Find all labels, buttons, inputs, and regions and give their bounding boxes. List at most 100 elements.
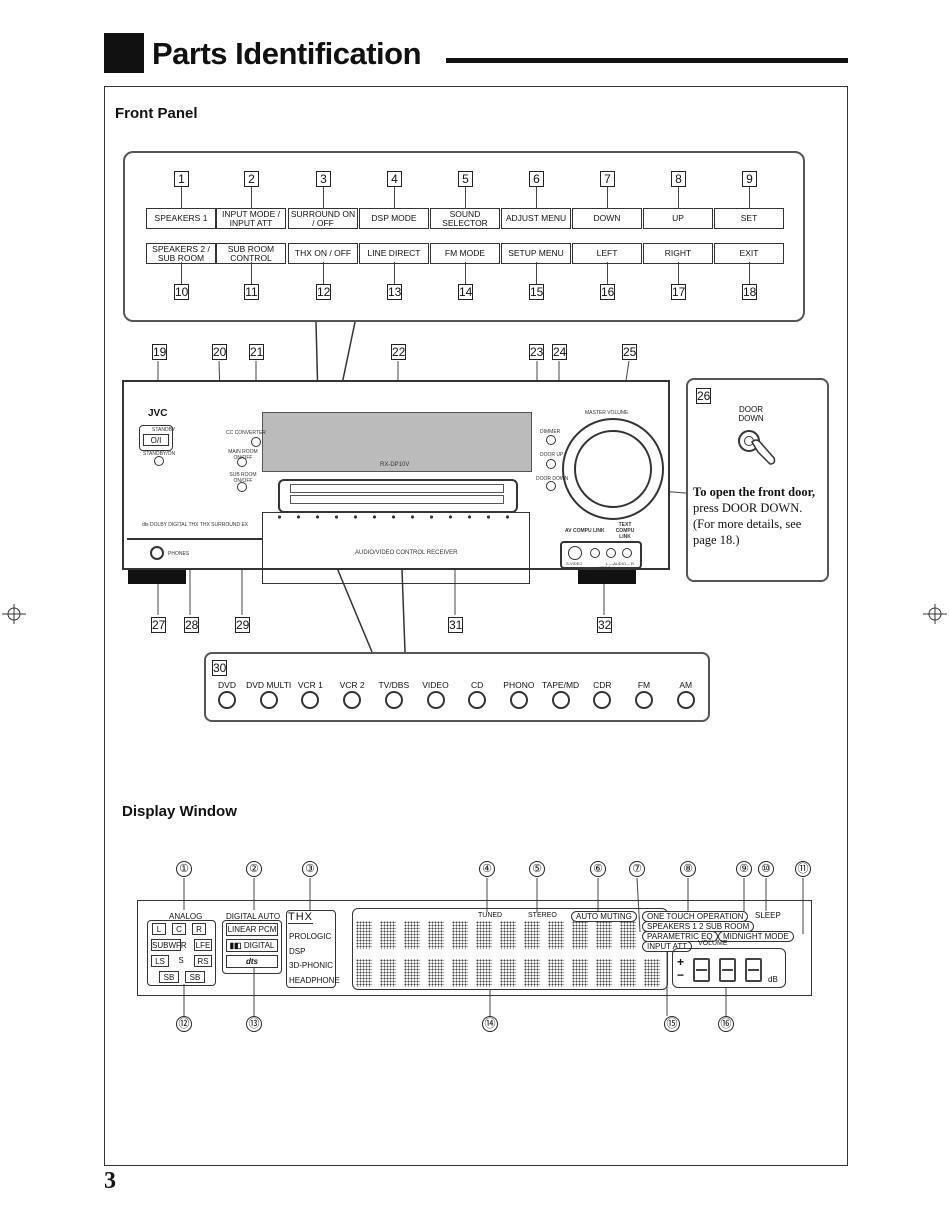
source-label-phono: PHONO xyxy=(503,680,535,690)
leader-2 xyxy=(251,187,252,209)
audio-r-jack[interactable] xyxy=(622,548,632,558)
display-callout-top-10: ⑩ xyxy=(758,861,774,877)
front-inputs-panel xyxy=(560,541,642,569)
svideo-jack[interactable] xyxy=(568,546,582,560)
sleep-indicator: SLEEP xyxy=(755,911,781,920)
source-label-cdr: CDR xyxy=(593,680,612,690)
channel-lfe-4: LFE xyxy=(194,939,212,951)
volume-digit-mid-1 xyxy=(722,969,733,971)
leader-17 xyxy=(678,262,679,284)
format-logos: dts DOLBY DIGITAL THX THX SURROUND EX xyxy=(142,522,249,528)
callout-24: 24 xyxy=(552,344,567,360)
matrix-char-0-10 xyxy=(596,921,612,949)
standby-label: STANDBY xyxy=(152,427,176,433)
source-button-dvd[interactable] xyxy=(218,691,236,709)
matrix-char-0-3 xyxy=(428,921,444,949)
matrix-char-1-10 xyxy=(596,959,612,987)
door-instruction-bold: To open the front door, xyxy=(693,485,816,499)
matrix-char-0-9 xyxy=(572,921,588,949)
audio-l-jack[interactable] xyxy=(606,548,616,558)
matrix-char-1-6 xyxy=(500,959,516,987)
power-button[interactable]: O/I xyxy=(143,434,169,446)
receiver-foot-left xyxy=(128,570,186,584)
source-button-tape-md[interactable] xyxy=(551,691,570,709)
source-button-tv-dbs[interactable] xyxy=(384,691,403,709)
matrix-char-0-2 xyxy=(404,921,420,949)
av-compu-link-logo: AV COMPU LINK xyxy=(565,528,605,534)
digital-group xyxy=(222,920,282,974)
source-label-tape-md: TAPE/MD xyxy=(542,680,580,690)
auto-muting-indicator: AUTO MUTING xyxy=(571,911,637,922)
callout-12: 12 xyxy=(316,284,331,300)
video-jack[interactable] xyxy=(590,548,600,558)
button-dsp-mode[interactable]: DSP MODE xyxy=(359,208,429,229)
callout-28: 28 xyxy=(184,617,199,633)
source-button-dvd-multi[interactable] xyxy=(259,691,278,709)
display-callout-top-5: ⑤ xyxy=(529,861,545,877)
leader-13 xyxy=(394,262,395,284)
title-rule xyxy=(446,58,848,63)
main-room-button[interactable] xyxy=(237,457,247,467)
cc-converter-button[interactable] xyxy=(251,437,261,447)
matrix-char-1-12 xyxy=(644,959,660,987)
callout-16: 16 xyxy=(600,284,615,300)
channel-s-6: S xyxy=(178,956,184,965)
source-button-fm[interactable] xyxy=(635,691,653,709)
callout-1: 1 xyxy=(174,171,189,187)
channel-sb-8: SB xyxy=(159,971,179,983)
master-volume-knob[interactable] xyxy=(574,430,652,508)
source-label-fm: FM xyxy=(637,680,651,690)
source-button-am[interactable] xyxy=(676,691,695,709)
button-speakers-1[interactable]: SPEAKERS 1 xyxy=(146,208,216,229)
callout-19: 19 xyxy=(152,344,167,360)
source-button-vcr-1[interactable] xyxy=(301,691,320,709)
svideo-label: S-VIDEO xyxy=(566,561,583,566)
channel-sb-9: SB xyxy=(185,971,205,983)
callout-5: 5 xyxy=(458,171,473,187)
tuned-indicator: TUNED xyxy=(478,912,503,919)
button-speakers-2-sub-room[interactable]: SPEAKERS 2 / SUB ROOM xyxy=(146,243,216,264)
source-button-vcr-2[interactable] xyxy=(343,691,362,709)
source-button-cdr[interactable] xyxy=(593,691,612,709)
source-button-cd[interactable] xyxy=(468,691,487,709)
callout-15: 15 xyxy=(529,284,544,300)
display-callout-top-3: ③ xyxy=(302,861,318,877)
video-label: VIDEO xyxy=(598,565,611,570)
display-callout-top-8: ⑧ xyxy=(680,861,696,877)
callout-29: 29 xyxy=(235,617,250,633)
sub-room-label: SUB ROOM ON/OFF xyxy=(229,472,257,484)
callout-22: 22 xyxy=(391,344,406,360)
analog-indicator: ANALOG xyxy=(169,912,203,921)
dimmer-button[interactable] xyxy=(546,435,556,445)
matrix-char-0-4 xyxy=(452,921,468,949)
matrix-char-1-5 xyxy=(476,959,492,987)
jvc-logo: JVC xyxy=(148,408,168,419)
display-callout-bottom-12: ⑫ xyxy=(176,1016,192,1032)
leader-11 xyxy=(251,262,252,284)
mode-prologic: PROLOGIC xyxy=(289,932,332,941)
callout-6: 6 xyxy=(529,171,544,187)
registration-mark-right xyxy=(923,604,947,624)
content-frame xyxy=(104,86,848,1166)
display-window-heading: Display Window xyxy=(122,803,237,820)
callout-20: 20 xyxy=(212,344,227,360)
phones-jack[interactable] xyxy=(150,546,164,560)
callout-2: 2 xyxy=(244,171,259,187)
callout-7: 7 xyxy=(600,171,615,187)
channel-l-0: L xyxy=(152,923,166,935)
leader-16 xyxy=(607,262,608,284)
source-button-phono[interactable] xyxy=(509,691,528,709)
door-down-button[interactable] xyxy=(546,481,556,491)
source-button-video[interactable] xyxy=(426,691,445,709)
dolby-digital-indicator: ▮◧ DIGITAL xyxy=(226,939,278,952)
dts-indicator: dts xyxy=(226,955,278,968)
matrix-char-1-2 xyxy=(404,959,420,987)
front-panel-heading: Front Panel xyxy=(115,105,198,122)
page-title: Parts Identification xyxy=(152,36,422,71)
display-callout-top-2: ② xyxy=(246,861,262,877)
door-up-button[interactable] xyxy=(546,459,556,469)
channel-rs-7: RS xyxy=(194,955,212,967)
source-label-vcr-1: VCR 1 xyxy=(297,680,323,690)
channel-group xyxy=(147,920,216,986)
sub-room-button[interactable] xyxy=(237,482,247,492)
